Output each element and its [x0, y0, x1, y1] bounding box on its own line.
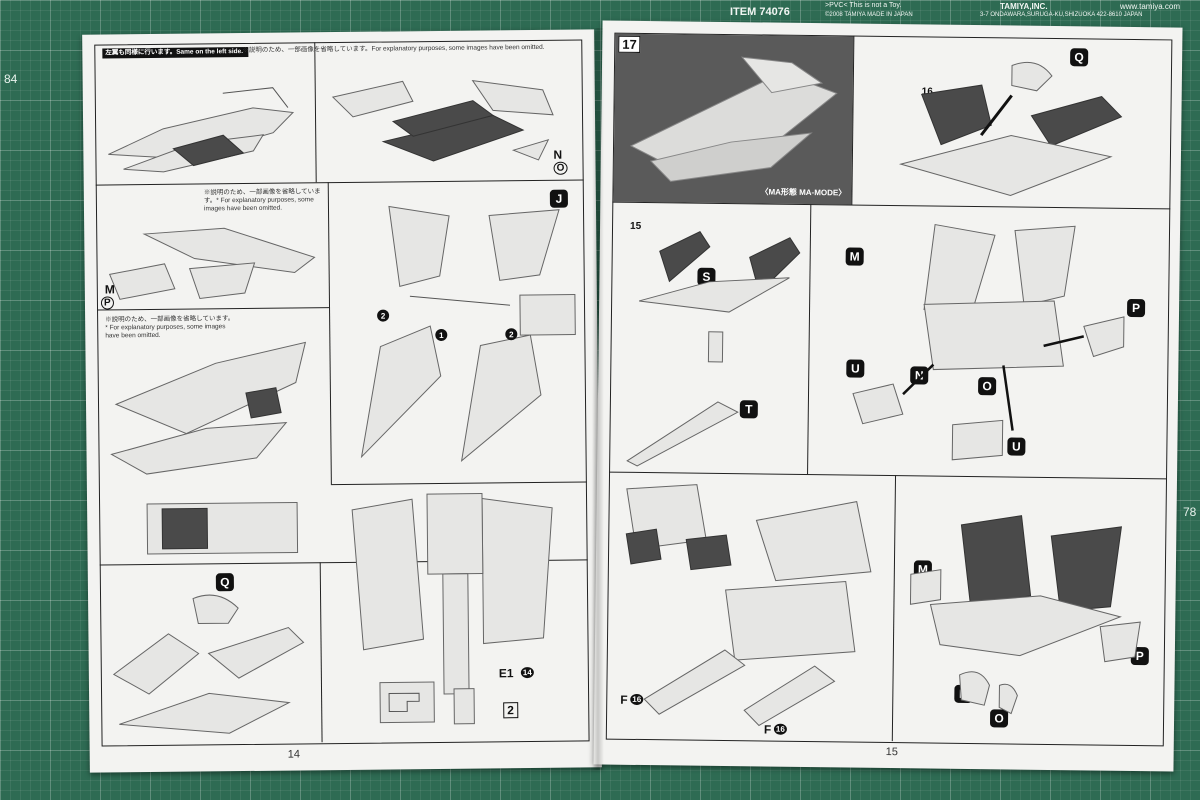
panel5-drawing	[112, 594, 305, 734]
ma-mode-drawing	[629, 56, 838, 182]
page-number-left: 14	[287, 748, 301, 761]
part-E1: E1	[498, 666, 514, 681]
panel2-drawing	[108, 227, 316, 300]
panel1-drawing-left	[108, 87, 295, 173]
manual-page-right: 17 〈MA形態 MA-MODE〉 Q 16 15 S T	[593, 20, 1183, 772]
item-number: ITEM 74076	[730, 6, 790, 18]
part-E1-step: 14	[520, 667, 534, 679]
panel1-badge: 左翼も同様に行います。Same on the left side.	[102, 46, 249, 59]
panel6-drawing	[351, 493, 553, 725]
label-Q: Q	[215, 573, 234, 592]
panel1-drawing-right	[331, 79, 554, 162]
website: www.tamiya.com	[1120, 2, 1181, 11]
page-number-right: 15	[885, 745, 898, 759]
ma-mode-caption: 〈MA形態 MA-MODE〉	[760, 187, 847, 198]
address: 3-7 ONDAWARA,SURUGA-KU,SHIZUOKA 422-8610…	[980, 12, 1143, 18]
label-N: N	[553, 147, 563, 162]
label-P: P	[100, 296, 114, 310]
quantity-2: 2	[503, 702, 519, 719]
pvc-note: >PVC< This is not a Toy.	[825, 2, 902, 9]
label-O: O	[553, 161, 568, 175]
mat-number-left: 84	[4, 72, 18, 86]
manual-page-left: 左翼も同様に行います。Same on the left side. ※説明のため…	[82, 29, 602, 773]
mat-number-right: 78	[1183, 505, 1197, 519]
panel-bottom-right-drawing	[909, 515, 1141, 715]
panel3-drawing	[360, 205, 576, 462]
step-2-marker-right: 2	[505, 328, 518, 341]
panel4-drawing	[110, 341, 307, 555]
panel-top-right-drawing	[898, 61, 1123, 197]
label-M: M	[104, 282, 115, 297]
panel-mid-right-drawing	[852, 223, 1125, 461]
panel2-note: ※説明のため、一部画像を省略しています。* For explanatory pu…	[203, 188, 321, 213]
book-gutter	[592, 28, 604, 770]
brand: TAMIYA,INC.	[1000, 2, 1048, 11]
step-1-marker: 1	[435, 328, 448, 342]
step-2-marker-left: 2	[377, 309, 390, 322]
panel-mid-left-drawing	[626, 231, 801, 467]
box-label-strip: ITEM 74076 >PVC< This is not a Toy. ©200…	[700, 0, 1200, 22]
copyright: ©2008 TAMIYA MADE IN JAPAN	[825, 12, 913, 18]
part-inset-box	[379, 681, 435, 724]
panel-bottom-left-drawing	[625, 484, 872, 727]
